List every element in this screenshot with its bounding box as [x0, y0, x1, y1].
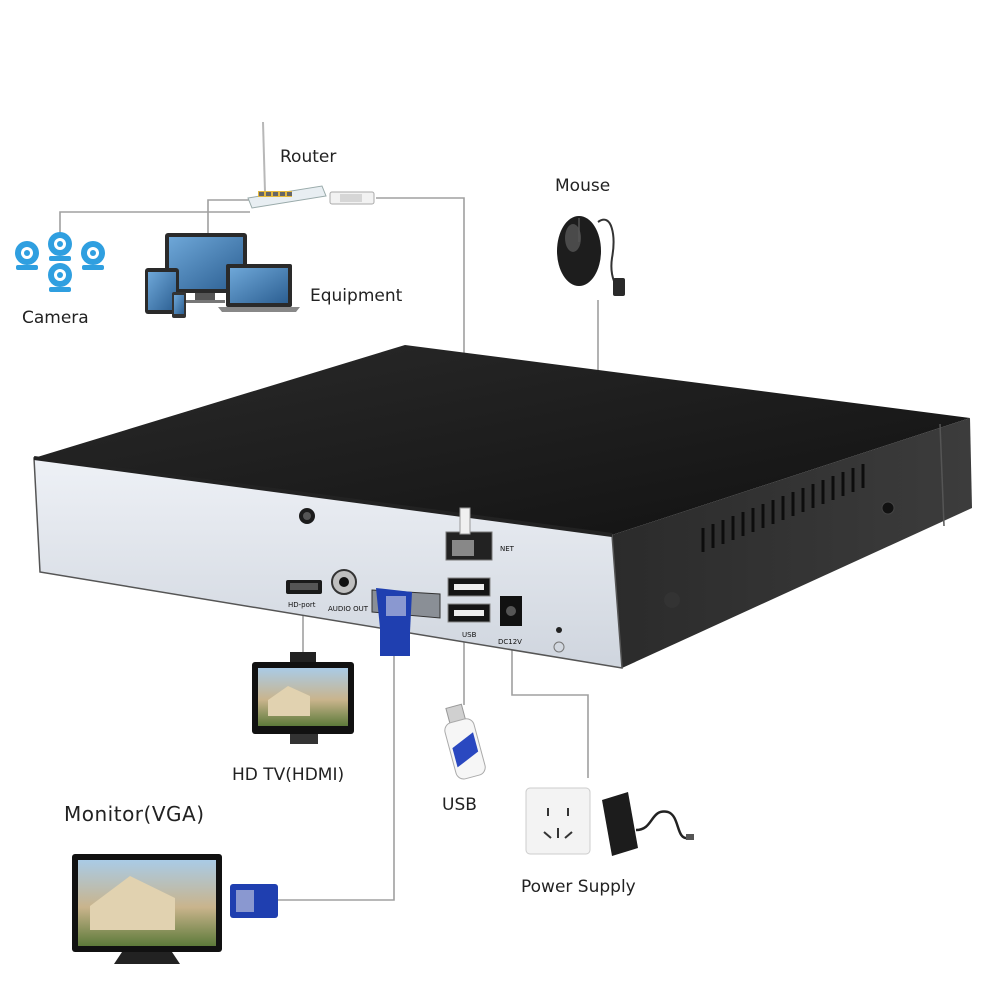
monitor-label: Monitor(VGA)	[64, 802, 205, 826]
camera-icon	[48, 232, 72, 261]
power-line	[511, 650, 589, 778]
vga-monitor-line	[278, 650, 395, 901]
hd-tv-label: HD TV(HDMI)	[232, 765, 345, 785]
camera-label: Camera	[22, 308, 89, 328]
router-label: Router	[280, 147, 337, 167]
mouse-label: Mouse	[555, 176, 611, 196]
camera-icons	[15, 232, 105, 292]
nvr-device	[33, 345, 972, 669]
equipment-label: Equipment	[310, 286, 403, 306]
equipment-router-line	[207, 199, 258, 236]
vent-slots	[701, 464, 865, 552]
router-icon	[247, 121, 327, 209]
nvr-right-side	[612, 418, 972, 668]
equipment-icons	[145, 233, 300, 318]
ethernet-cable-plug	[459, 507, 471, 535]
camera-icon	[48, 263, 72, 292]
power-supply-label: Power Supply	[521, 877, 636, 897]
camera-icon	[15, 241, 39, 270]
hdmi-port-label: HD-port	[288, 601, 316, 609]
ethernet-plug-icon	[329, 191, 375, 205]
mouse-icon	[557, 216, 625, 296]
net-label: NET	[500, 545, 515, 553]
usb-port-label: USB	[462, 631, 477, 639]
dc12v-label: DC12V	[498, 638, 522, 646]
camera-icon	[81, 241, 105, 270]
camera-router-line	[59, 211, 250, 240]
usb-stick-icon	[444, 703, 486, 780]
hd-tv-icon	[252, 652, 354, 744]
vga-cable-plug	[230, 884, 278, 918]
usb-label: USB	[442, 795, 477, 815]
audio-out-label: AUDIO OUT	[328, 605, 369, 613]
vga-plug-connector	[376, 588, 412, 656]
power-outlet-icon	[525, 787, 591, 855]
vga-monitor-icon	[72, 854, 278, 964]
power-adapter-icon	[602, 792, 694, 856]
